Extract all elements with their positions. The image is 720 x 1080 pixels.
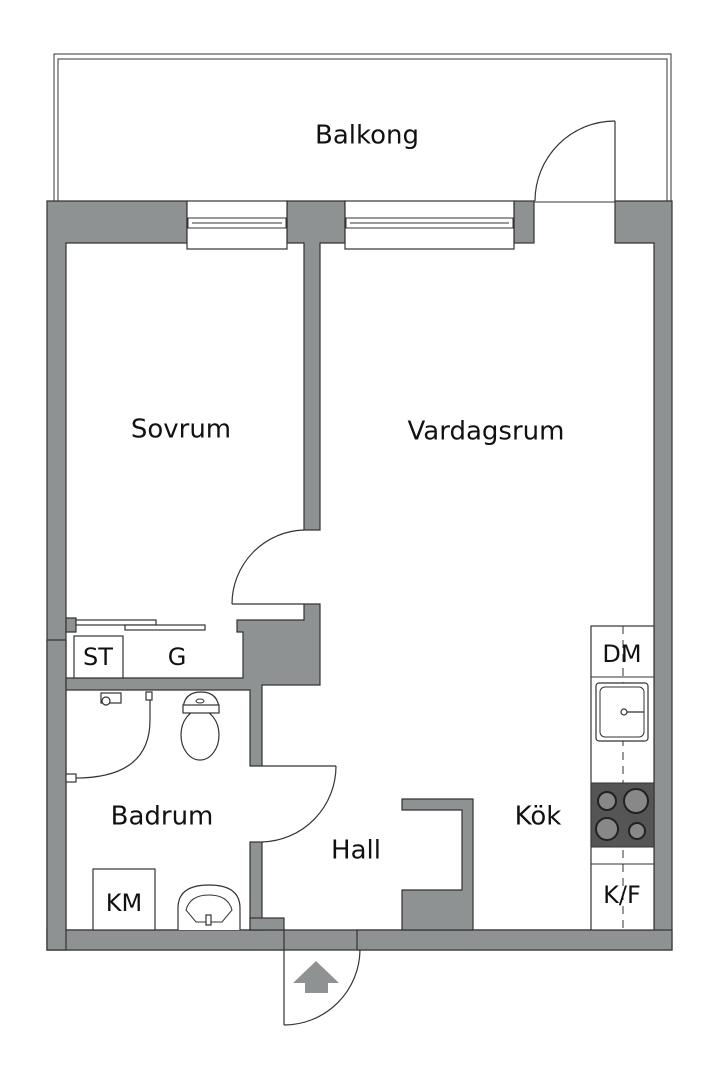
room-label-balcony: Balkong <box>315 121 419 151</box>
sink-icon <box>595 682 649 742</box>
kitchen-counter <box>590 625 655 931</box>
fixture-label-storage: ST <box>83 643 113 671</box>
entrance-door[interactable] <box>283 949 361 1026</box>
window-living <box>344 200 515 250</box>
entrance-arrow-icon <box>293 961 339 993</box>
fixture-label-wardrobe: G <box>168 643 187 671</box>
room-label-bathroom: Badrum <box>111 802 214 832</box>
washbasin-icon <box>177 884 241 930</box>
walls <box>46 200 673 951</box>
room-label-hall: Hall <box>331 836 381 866</box>
room-label-living-room: Vardagsrum <box>408 417 565 447</box>
bathroom-door[interactable] <box>261 765 337 843</box>
fixture-label-washing-machine: KM <box>106 889 142 917</box>
toilet-icon <box>180 691 220 761</box>
storage-unit <box>73 635 124 679</box>
washing-machine <box>92 868 156 931</box>
fixture-label-dishwasher: DM <box>602 640 641 668</box>
shower-icon <box>65 691 153 783</box>
fixture-label-fridge-freezer: K/F <box>603 881 641 909</box>
wardrobe-sliding-doors <box>75 619 206 631</box>
room-label-bedroom: Sovrum <box>131 415 231 445</box>
window-bedroom <box>186 200 288 250</box>
stove-icon <box>590 782 655 848</box>
room-label-kitchen: Kök <box>515 802 562 832</box>
bedroom-door[interactable] <box>231 529 305 605</box>
balcony-door[interactable] <box>534 120 616 202</box>
